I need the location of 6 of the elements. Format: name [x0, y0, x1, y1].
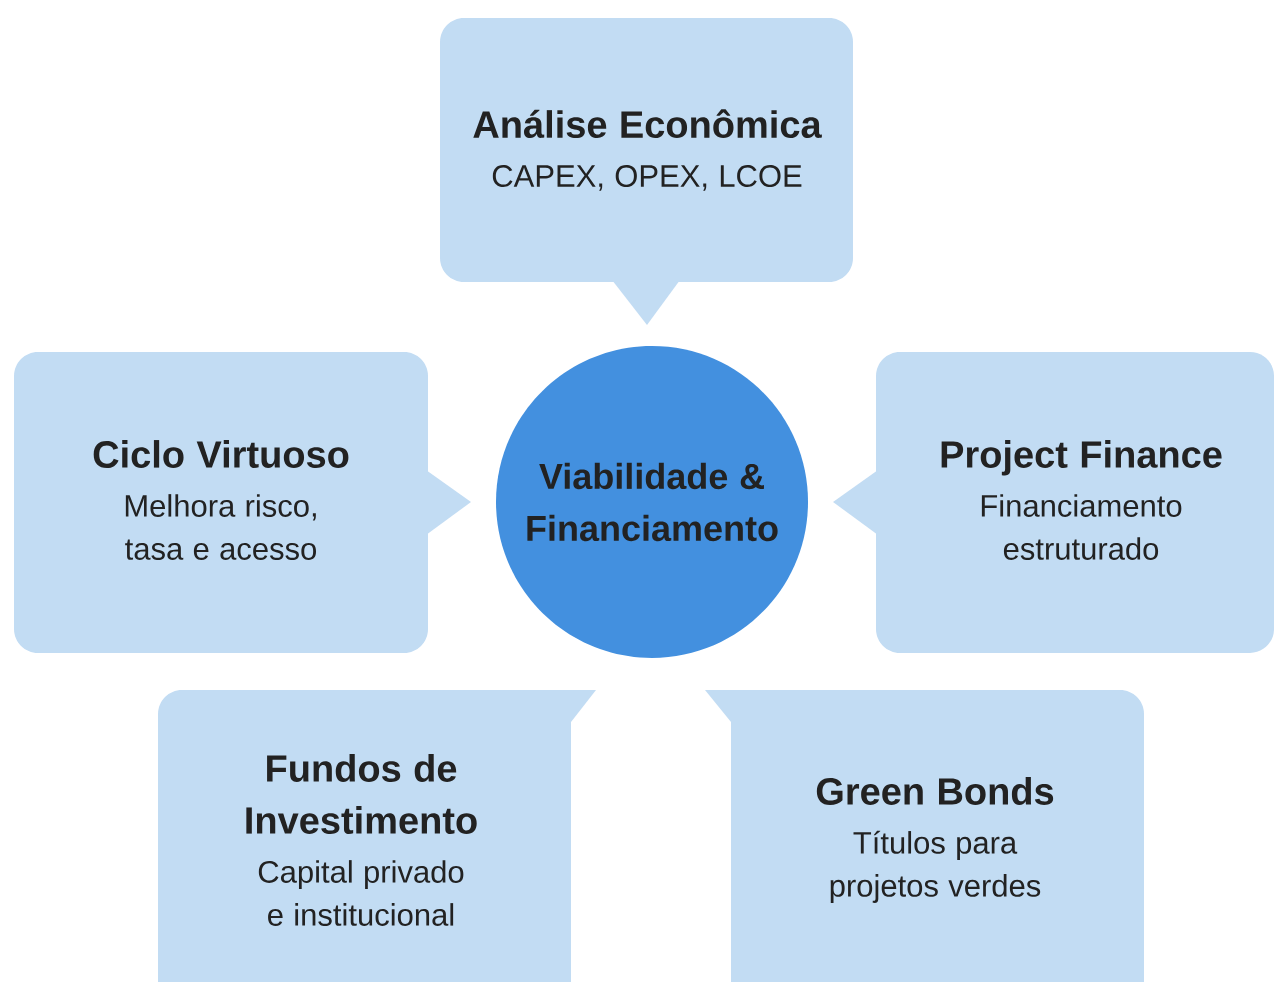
speech-bubble: Análise Econômica CAPEX, OPEX, LCOE [440, 18, 853, 325]
circle-node: Viabilidade & Financiamento [496, 346, 808, 658]
speech-bubble: Ciclo Virtuoso Melhora risco, tasa e acesso [14, 352, 471, 653]
speech-bubble: Green Bonds Títulos para projetos verdes [705, 690, 1144, 982]
speech-bubble: Project Finance Financiamento estruturado [833, 352, 1274, 653]
speech-bubble: Fundos de Investimento Capital privado e institucional [158, 690, 596, 982]
